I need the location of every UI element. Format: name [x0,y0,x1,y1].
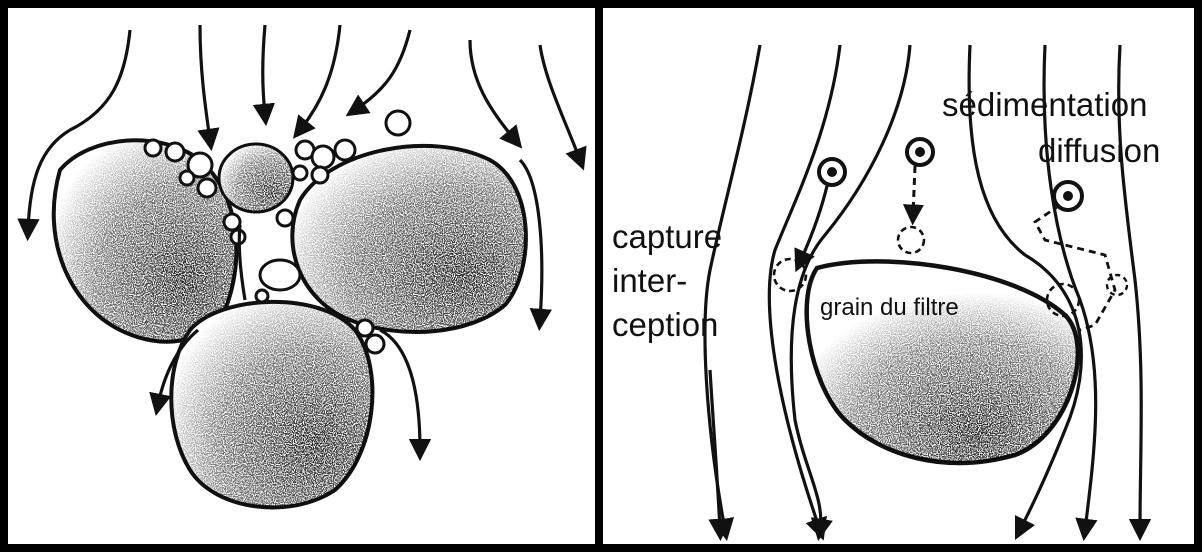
label-ception: ception [612,308,718,341]
grain-small-center [219,144,293,212]
particle-sedimentation [898,139,933,253]
label-capture: capture [612,220,722,253]
filter-grain [807,261,1078,463]
grain-large-bottom [171,302,372,508]
left-panel-drawing [0,0,603,552]
label-diffusion: diffusion [1038,134,1160,167]
label-grain-du-filtre: grain du filtre [820,296,959,320]
label-inter: inter- [612,264,687,297]
label-sedimentation: sédimentation [942,88,1147,121]
